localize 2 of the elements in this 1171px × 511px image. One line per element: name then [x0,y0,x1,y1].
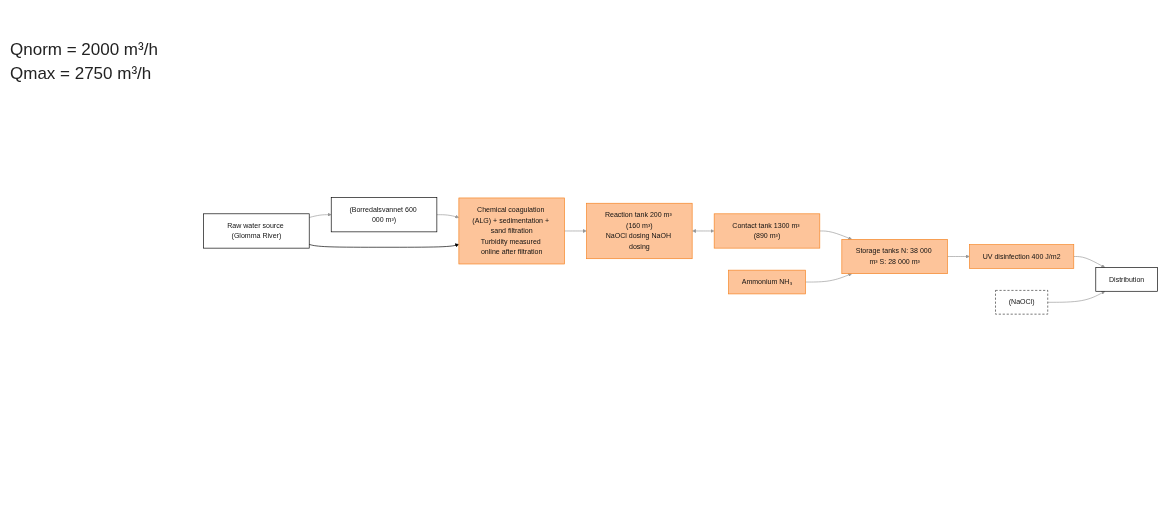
flow-rate-note: Qnorm = 2000 m³/h [10,40,159,60]
flow-rate-note: Qmax = 2750 m³/h [10,64,153,84]
